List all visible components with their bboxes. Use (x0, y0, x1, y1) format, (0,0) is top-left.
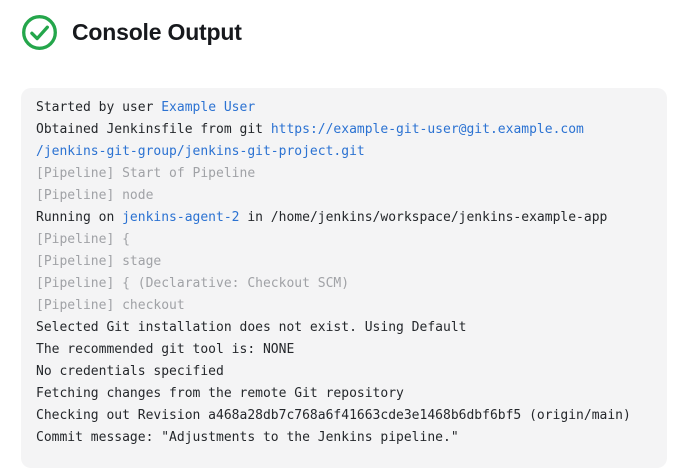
console-text: Commit message: "Adjustments to the Jenk… (36, 430, 459, 445)
page-title: Console Output (72, 19, 242, 45)
console-text: Selected Git installation does not exist… (36, 320, 467, 335)
console-text: [Pipeline] node (36, 188, 154, 203)
console-link[interactable]: /jenkins-git-group/jenkins-git-project.g… (36, 144, 365, 159)
console-text: The recommended git tool is: NONE (36, 342, 295, 357)
console-text: [Pipeline] { (36, 232, 130, 247)
console-text: Fetching changes from the remote Git rep… (36, 386, 404, 401)
console-text: in /home/jenkins/workspace/jenkins-examp… (239, 210, 608, 225)
console-text: [Pipeline] { (Declarative: Checkout SCM) (36, 276, 350, 291)
console-line: No credentials specified (36, 361, 652, 383)
console-line: [Pipeline] Start of Pipeline (36, 163, 652, 185)
console-line: [Pipeline] stage (36, 251, 652, 273)
console-line: [Pipeline] node (36, 185, 652, 207)
console-text: No credentials specified (36, 364, 224, 379)
console-text: [Pipeline] checkout (36, 298, 185, 313)
console-line: Fetching changes from the remote Git rep… (36, 383, 652, 405)
console-line: Selected Git installation does not exist… (36, 317, 652, 339)
console-line: Checking out Revision a468a28db7c768a6f4… (36, 405, 652, 427)
console-line: [Pipeline] { (Declarative: Checkout SCM) (36, 273, 652, 295)
console-text: Running on (36, 210, 123, 225)
console-line: The recommended git tool is: NONE (36, 339, 652, 361)
page-header: Console Output (20, 13, 242, 52)
console-link[interactable]: Example User (161, 100, 256, 115)
console-text: [Pipeline] stage (36, 254, 162, 269)
console-text: Checking out Revision a468a28db7c768a6f4… (36, 408, 631, 423)
console-line: [Pipeline] checkout (36, 295, 652, 317)
console-link[interactable]: https://example-git-user@git.example.com (270, 122, 584, 137)
console-line: Obtained Jenkinsfile from git https://ex… (36, 119, 652, 141)
success-check-circle-icon (22, 15, 57, 50)
console-line: [Pipeline] { (36, 229, 652, 251)
console-line: Running on jenkins-agent-2 in /home/jenk… (36, 207, 652, 229)
console-line: Commit message: "Adjustments to the Jenk… (36, 427, 652, 449)
console-text: Obtained Jenkinsfile from git (36, 122, 271, 137)
console-line: Started by user Example User (36, 97, 652, 119)
console-text: Started by user (36, 100, 162, 115)
console-text: [Pipeline] Start of Pipeline (36, 166, 256, 181)
console-line: /jenkins-git-group/jenkins-git-project.g… (36, 141, 652, 163)
console-link[interactable]: jenkins-agent-2 (122, 210, 240, 225)
